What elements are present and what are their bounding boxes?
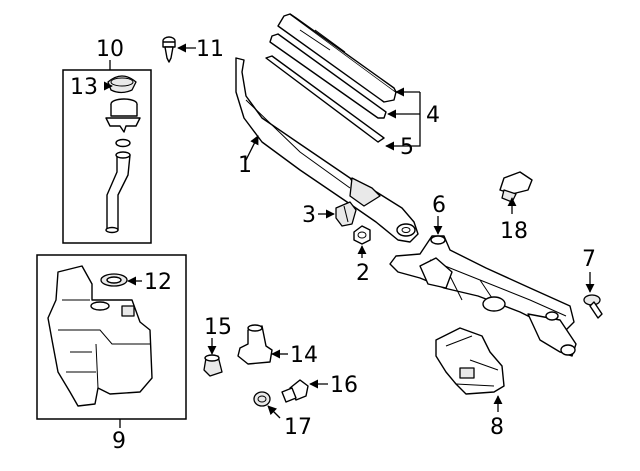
callout-15: 15 [204,315,232,340]
push-clip-11 [162,36,176,63]
washer-reservoir-group-box [36,254,187,428]
grommet-17 [253,391,271,407]
callout-labels: 1 2 3 4 5 6 7 8 9 10 11 12 13 14 15 16 1… [70,37,596,454]
callout-7: 7 [582,247,596,272]
leader-lines [103,43,595,419]
wiper-linkage-6 [389,235,577,357]
callout-18: 18 [500,219,528,244]
callout-12: 12 [144,270,172,295]
callout-14: 14 [290,343,318,368]
callout-13: 13 [70,75,98,100]
callout-17: 17 [284,415,312,440]
connector-18 [499,171,533,203]
washer-pump-14 [237,324,273,365]
callout-1: 1 [238,153,252,178]
washer-reservoir [47,265,153,407]
wiper-blade-4 [269,13,397,119]
wiper-arm-1 [235,57,419,243]
callout-9: 9 [112,429,126,454]
callout-16: 16 [330,373,358,398]
callout-10: 10 [96,37,124,62]
reservoir-seal-12 [100,273,128,287]
pivot-nut-2 [353,225,371,245]
washer-cap-13 [107,75,137,94]
mounting-bolt-7 [583,294,603,319]
callout-5: 5 [400,135,414,160]
filler-neck [105,98,141,234]
wiper-motor-8 [435,327,505,395]
callout-4: 4 [426,103,440,128]
callout-8: 8 [490,415,504,440]
callout-11: 11 [196,37,224,62]
callout-6: 6 [432,193,446,218]
pivot-cap-3 [335,201,357,227]
grommet-15 [203,354,223,377]
callout-2: 2 [356,261,370,286]
callout-3: 3 [302,203,316,228]
washer-filler-group-box [62,60,152,244]
wiper-rubber-5 [265,55,385,143]
hose-connector-16 [281,379,309,403]
